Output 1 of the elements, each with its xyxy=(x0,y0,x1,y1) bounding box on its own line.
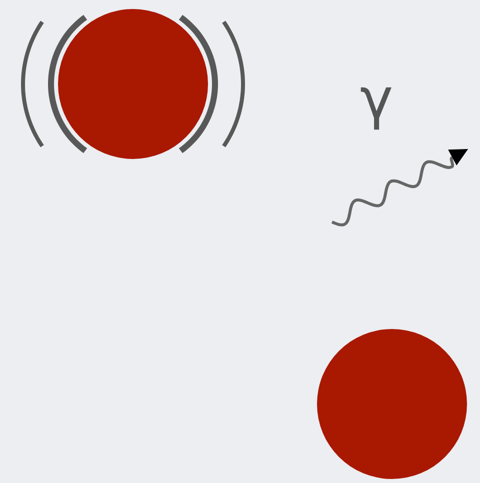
gamma-symbol: γ xyxy=(360,72,394,128)
